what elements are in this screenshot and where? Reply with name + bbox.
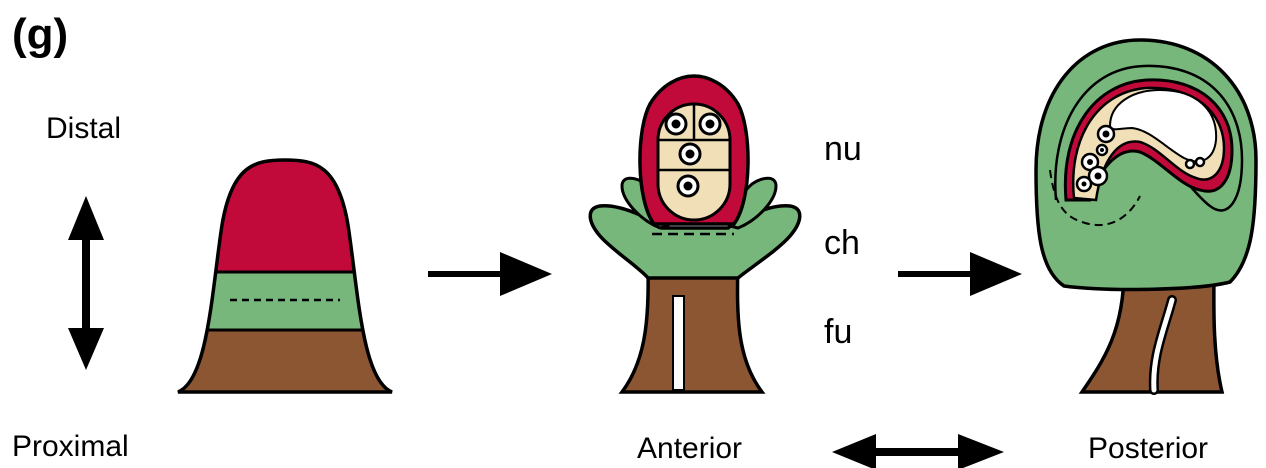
stage2-megaspore-tetrad [658,104,730,220]
ovule-integument-stage [590,76,800,392]
chalaza-label: ch [824,224,860,263]
stage2-vascular-strand [673,296,684,390]
funiculus-label: fu [824,313,852,352]
anterior-posterior-double-arrow [832,434,1004,468]
mature-ovule [1036,40,1256,392]
primordium-nucellus-region [170,150,400,272]
nucellus-label: nu [824,130,862,169]
developmental-arrow-2 [898,252,1022,296]
panel-label: (g) [12,10,68,60]
proximal-distal-double-arrow [68,196,104,370]
proximal-label: Proximal [12,430,129,464]
anterior-label: Anterior [637,432,742,466]
posterior-label: Posterior [1088,432,1208,466]
ovule-primordium [170,150,400,400]
distal-label: Distal [46,112,121,146]
developmental-arrow-1 [428,252,552,296]
